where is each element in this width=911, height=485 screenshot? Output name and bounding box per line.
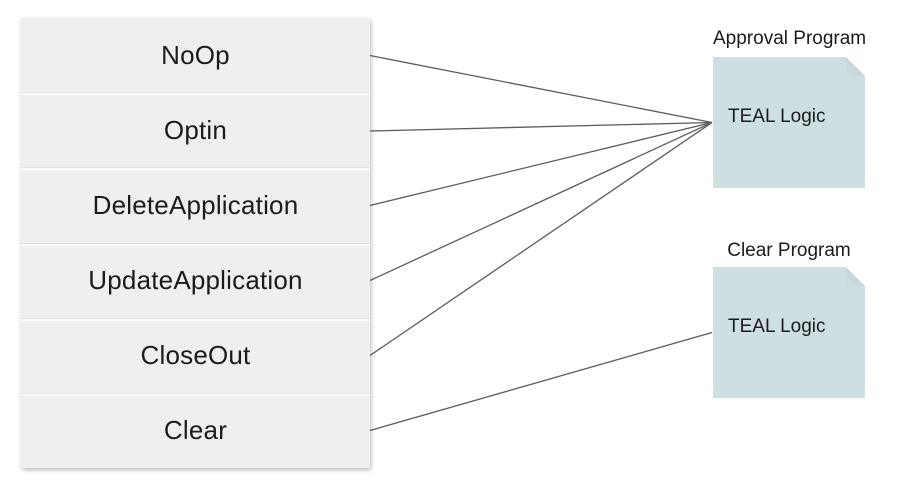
approval-program-body: TEAL Logic — [728, 106, 826, 128]
operation-updateapplication-label: UpdateApplication — [88, 265, 303, 296]
clear-program-box: TEAL Logic — [713, 267, 865, 398]
operations-panel: NoOp Optin DeleteApplication UpdateAppli… — [21, 18, 370, 469]
operation-closeout: CloseOut — [21, 317, 370, 393]
connection-line-updateapplication — [369, 121, 713, 282]
connection-line-noop — [369, 54, 713, 124]
operation-closeout-label: CloseOut — [140, 340, 251, 371]
operation-noop-label: NoOp — [161, 39, 230, 70]
operation-noop: NoOp — [21, 18, 370, 93]
connection-line-optin — [369, 121, 713, 132]
operation-clear-label: Clear — [163, 415, 228, 446]
operation-optin-label: Optin — [163, 114, 228, 145]
clear-program-body: TEAL Logic — [728, 316, 826, 338]
approval-program-box: TEAL Logic — [713, 57, 865, 188]
connection-line-deleteapplication — [369, 121, 713, 207]
clear-program-title: Clear Program — [727, 240, 851, 261]
operation-optin: Optin — [21, 92, 370, 168]
approval-program-title: Approval Program — [713, 28, 867, 49]
operation-deleteapplication: DeleteApplication — [21, 167, 370, 243]
operation-clear: Clear — [21, 392, 370, 469]
connection-line-closeout — [369, 121, 713, 357]
operation-deleteapplication-label: DeleteApplication — [92, 189, 299, 220]
operation-updateapplication: UpdateApplication — [21, 242, 370, 318]
connection-line-clear — [369, 331, 713, 432]
